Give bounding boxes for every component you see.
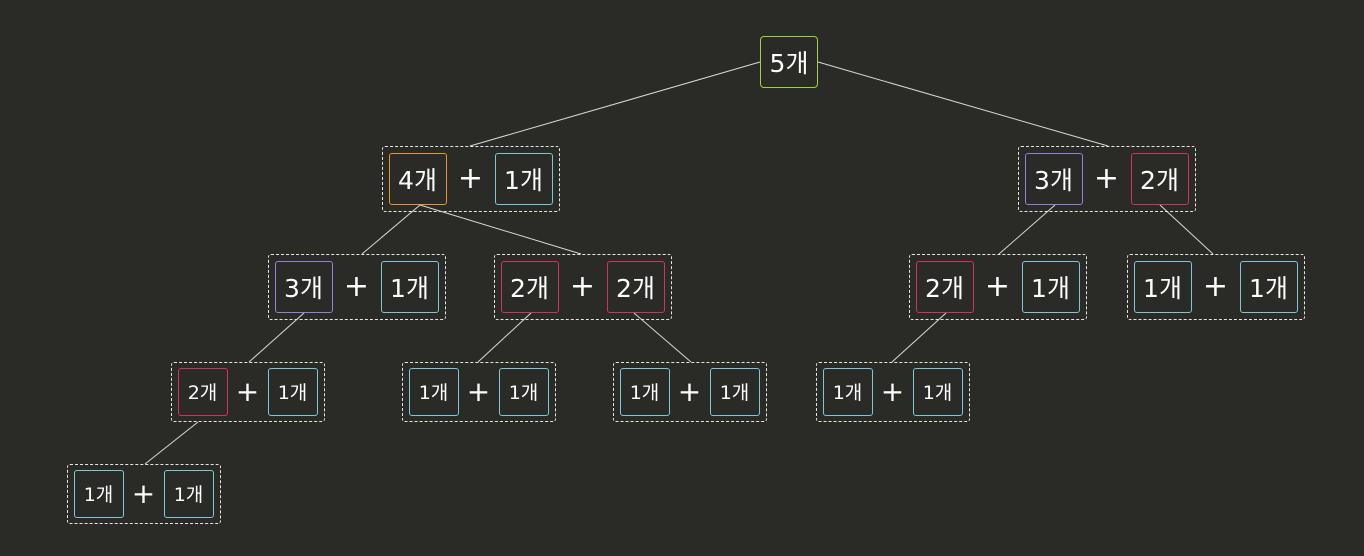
split-group: 4개 1개 + xyxy=(382,146,560,212)
left-item-box: 1개 xyxy=(822,367,873,416)
left-item-label: 3개 xyxy=(284,273,323,303)
right-item-box: 1개 xyxy=(498,367,549,416)
right-item-label: 1개 xyxy=(922,382,953,404)
tree-edge xyxy=(1159,204,1214,255)
tree-edge xyxy=(144,421,199,465)
right-item-box: 1개 xyxy=(380,260,439,313)
plus-sign: + xyxy=(343,269,370,304)
left-item-label: 4개 xyxy=(398,165,437,195)
right-item-label: 2개 xyxy=(1140,165,1179,195)
right-item-box: 2개 xyxy=(1130,152,1189,205)
left-item-box: 4개 xyxy=(388,152,447,205)
right-item-box: 1개 xyxy=(494,152,553,205)
tree-edge xyxy=(998,204,1056,255)
right-item-box: 1개 xyxy=(709,367,760,416)
plus-sign: + xyxy=(569,269,596,304)
split-group: 2개 1개 + xyxy=(909,254,1087,320)
right-item-box: 1개 xyxy=(912,367,963,416)
right-item-label: 1개 xyxy=(1249,273,1288,303)
right-item-label: 1개 xyxy=(1031,273,1070,303)
left-item-box: 1개 xyxy=(1133,260,1192,313)
tree-edge xyxy=(419,204,582,255)
right-item-box: 1개 xyxy=(267,367,318,416)
right-item-label: 2개 xyxy=(616,273,655,303)
right-item-box: 1개 xyxy=(1239,260,1298,313)
tree-edge xyxy=(477,312,532,363)
right-item-label: 1개 xyxy=(173,484,204,506)
plus-sign: + xyxy=(880,375,905,408)
plus-sign: + xyxy=(457,161,484,196)
split-group: 3개 2개 + xyxy=(1018,146,1196,212)
plus-sign: + xyxy=(466,375,491,408)
right-item-box: 2개 xyxy=(606,260,665,313)
left-item-box: 1개 xyxy=(73,469,124,518)
tree-edge xyxy=(633,312,692,363)
plus-sign: + xyxy=(235,375,260,408)
left-item-box: 3개 xyxy=(1024,152,1083,205)
left-item-label: 1개 xyxy=(1143,273,1182,303)
split-group: 1개 1개 + xyxy=(402,362,556,422)
left-item-box: 2개 xyxy=(915,260,974,313)
left-item-label: 2개 xyxy=(925,273,964,303)
left-item-label: 1개 xyxy=(832,382,863,404)
tree-edge xyxy=(248,312,305,363)
left-item-label: 1개 xyxy=(83,484,114,506)
plus-sign: + xyxy=(131,477,156,510)
right-item-label: 1개 xyxy=(719,382,750,404)
split-group: 3개 1개 + xyxy=(268,254,446,320)
split-group: 2개 2개 + xyxy=(494,254,672,320)
root-label: 5개 xyxy=(769,49,809,78)
left-item-box: 1개 xyxy=(619,367,670,416)
split-group: 1개 1개 + xyxy=(67,464,221,524)
split-group: 1개 1개 + xyxy=(613,362,767,422)
tree-edge xyxy=(891,312,947,363)
right-item-box: 1개 xyxy=(1021,260,1080,313)
left-item-box: 3개 xyxy=(274,260,333,313)
right-item-label: 1개 xyxy=(508,382,539,404)
left-item-box: 2개 xyxy=(177,367,228,416)
right-item-label: 1개 xyxy=(390,273,429,303)
root-node: 5개 xyxy=(760,36,818,88)
split-group: 1개 1개 + xyxy=(816,362,970,422)
right-item-box: 1개 xyxy=(163,469,214,518)
split-group: 2개 1개 + xyxy=(171,362,325,422)
tree-edge xyxy=(469,61,761,147)
plus-sign: + xyxy=(984,269,1011,304)
split-group: 1개 1개 + xyxy=(1127,254,1305,320)
left-item-label: 1개 xyxy=(629,382,660,404)
left-item-label: 2개 xyxy=(187,382,218,404)
plus-sign: + xyxy=(1093,161,1120,196)
left-item-label: 3개 xyxy=(1034,165,1073,195)
right-item-label: 1개 xyxy=(504,165,543,195)
left-item-box: 2개 xyxy=(500,260,559,313)
plus-sign: + xyxy=(677,375,702,408)
left-item-label: 1개 xyxy=(418,382,449,404)
left-item-label: 2개 xyxy=(510,273,549,303)
right-item-label: 1개 xyxy=(277,382,308,404)
tree-edge xyxy=(817,61,1109,147)
tree-edge xyxy=(361,204,421,255)
left-item-box: 1개 xyxy=(408,367,459,416)
plus-sign: + xyxy=(1202,269,1229,304)
